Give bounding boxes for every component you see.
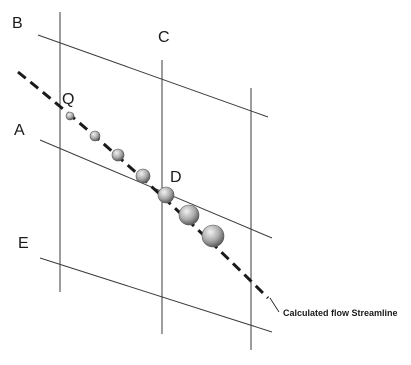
grid-line-e: [39, 257, 273, 333]
streamline-caption: Calculated flow Streamline: [283, 308, 398, 318]
label-a: A: [14, 122, 25, 139]
particle-sphere: [201, 224, 225, 248]
particle-sphere: [89, 130, 101, 142]
particle-sphere: [65, 111, 75, 121]
particle-sphere: [178, 204, 200, 226]
label-c: C: [158, 29, 170, 46]
label-b: B: [12, 15, 23, 32]
label-d: D: [170, 169, 182, 186]
label-q: Q: [62, 91, 74, 108]
particle-sphere: [157, 186, 175, 204]
particle-sphere: [135, 168, 151, 184]
particle-group: [65, 111, 225, 248]
label-e: E: [18, 235, 29, 252]
particle-sphere: [111, 148, 125, 162]
grid-line-b: [37, 34, 269, 118]
caption-leader-line: [269, 297, 280, 313]
flow-streamline: [17, 70, 270, 300]
